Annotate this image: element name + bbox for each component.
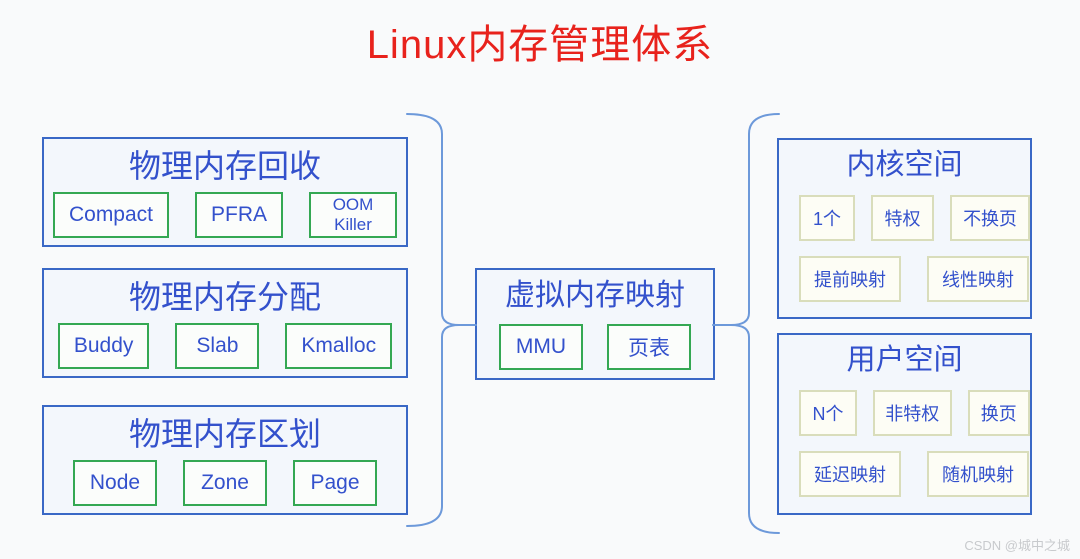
right-brace	[712, 113, 780, 534]
left-brace	[406, 113, 477, 527]
panel-physical-memory-allocation: 物理内存分配 Buddy Slab Kmalloc	[42, 268, 408, 378]
diagram-title: Linux内存管理体系	[366, 23, 714, 67]
chip-row: Buddy Slab Kmalloc	[44, 323, 406, 369]
chip-row: 1个 特权 不换页	[779, 195, 1030, 241]
chip-row: MMU 页表	[477, 324, 713, 370]
chip-early-mapping: 提前映射	[799, 256, 901, 302]
panel-user-space: 用户空间 N个 非特权 换页 延迟映射 随机映射	[777, 333, 1032, 515]
chip-page: Page	[293, 460, 377, 506]
chip-lazy-mapping: 延迟映射	[799, 451, 901, 497]
chip-pfra: PFRA	[195, 192, 284, 238]
chip-buddy: Buddy	[57, 323, 150, 369]
chip-slab: Slab	[175, 323, 260, 369]
chip-non-swappable: 不换页	[950, 195, 1030, 241]
panel-title-physical-memory-zoning: 物理内存区划	[128, 416, 321, 452]
panel-title-kernel-space: 内核空间	[846, 149, 963, 181]
chip-compact: Compact	[52, 192, 169, 238]
chip-zone: Zone	[183, 460, 267, 506]
chip-row: Compact PFRA OOM Killer	[44, 192, 406, 238]
chip-mmu: MMU	[499, 324, 583, 370]
chip-oom-killer: OOM Killer	[309, 192, 398, 238]
panel-title-physical-memory-allocation: 物理内存分配	[128, 279, 321, 315]
chip-unprivileged: 非特权	[872, 390, 952, 436]
chip-row: 延迟映射 随机映射	[779, 451, 1030, 497]
chip-privileged: 特权	[870, 195, 935, 241]
chip-row: N个 非特权 换页	[779, 390, 1030, 436]
chip-kmalloc: Kmalloc	[285, 323, 393, 369]
chip-one-instance: 1个	[799, 195, 855, 241]
panel-virtual-memory-mapping: 虚拟内存映射 MMU 页表	[475, 268, 715, 380]
panel-title-virtual-memory-mapping: 虚拟内存映射	[505, 279, 685, 312]
chip-linear-mapping: 线性映射	[927, 256, 1029, 302]
chip-node: Node	[73, 460, 157, 506]
chip-random-mapping: 随机映射	[927, 451, 1029, 497]
panel-title-physical-memory-reclaim: 物理内存回收	[128, 148, 321, 184]
chip-swappable: 换页	[967, 390, 1030, 436]
panel-physical-memory-reclaim: 物理内存回收 Compact PFRA OOM Killer	[42, 137, 408, 247]
watermark: CSDN @城中之城	[964, 538, 1070, 553]
panel-physical-memory-zoning: 物理内存区划 Node Zone Page	[42, 405, 408, 515]
panel-title-user-space: 用户空间	[846, 344, 963, 376]
chip-page-table: 页表	[607, 324, 691, 370]
chip-row: 提前映射 线性映射	[779, 256, 1030, 302]
chip-row: Node Zone Page	[44, 460, 406, 506]
panel-kernel-space: 内核空间 1个 特权 不换页 提前映射 线性映射	[777, 138, 1032, 319]
chip-n-instances: N个	[799, 390, 857, 436]
